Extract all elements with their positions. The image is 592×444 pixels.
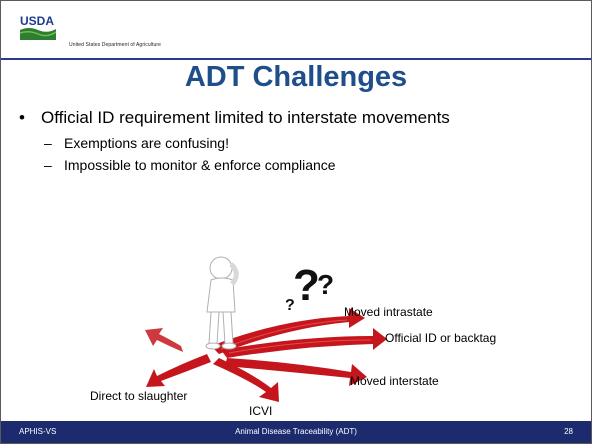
- bullet-marker: •: [19, 108, 25, 127]
- arrow-icvi: [213, 358, 279, 402]
- subbullet-item: – Impossible to monitor & enforce compli…: [44, 156, 559, 174]
- footer-title: Animal Disease Traceability (ADT): [235, 427, 357, 436]
- footer-org: APHIS-VS: [19, 427, 57, 436]
- label-official-id: Official ID or backtag: [385, 331, 497, 345]
- dash-marker: –: [44, 135, 52, 151]
- question-marks-icon: ? ? ?: [285, 261, 334, 314]
- svg-text:?: ?: [285, 297, 295, 314]
- svg-text:USDA: USDA: [20, 14, 54, 28]
- usda-logo: USDA: [19, 13, 57, 41]
- subbullet-text-2: Impossible to monitor & enforce complian…: [64, 157, 336, 173]
- label-direct-slaughter: Direct to slaughter: [90, 389, 188, 403]
- header: USDA United States Department of Agricul…: [1, 1, 591, 58]
- label-moved-intrastate: Moved intrastate: [344, 305, 433, 319]
- header-rule: [1, 58, 591, 60]
- subbullet-item: – Exemptions are confusing!: [44, 134, 559, 152]
- arrow-back: [145, 328, 183, 352]
- crossroads-illustration: ? ? ?: [145, 256, 387, 402]
- label-moved-interstate: Moved interstate: [350, 374, 439, 388]
- thinking-figure: [205, 256, 239, 350]
- dash-marker: –: [44, 157, 52, 173]
- bullet-text: Official ID requirement limited to inter…: [41, 108, 450, 127]
- agency-name: United States Department of Agriculture: [69, 42, 162, 48]
- bullet-item: • Official ID requirement limited to int…: [19, 108, 559, 128]
- slide-title: ADT Challenges: [184, 61, 408, 93]
- arrow-interstate: [225, 358, 367, 386]
- bullet-list: • Official ID requirement limited to int…: [19, 108, 559, 174]
- svg-text:?: ?: [293, 261, 320, 310]
- arrow-slaughter: [146, 354, 211, 387]
- svg-text:?: ?: [317, 269, 334, 300]
- subbullet-text-1: Exemptions are confusing!: [64, 135, 229, 151]
- footer-bar: APHIS-VS Animal Disease Traceability (AD…: [1, 421, 591, 443]
- label-icvi: ICVI: [249, 404, 273, 418]
- page-number: 28: [564, 427, 573, 436]
- arrow-intrastate: [211, 308, 365, 354]
